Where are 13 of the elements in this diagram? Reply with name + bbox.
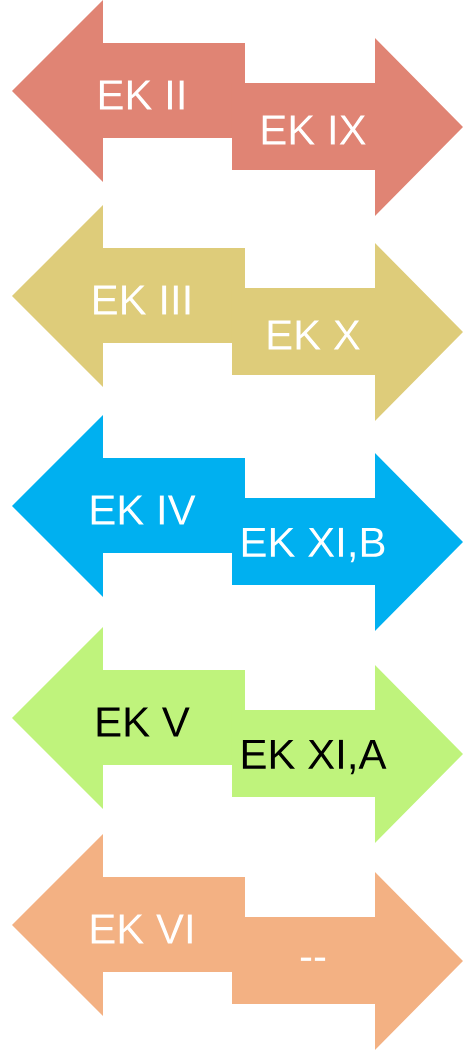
right-pointing-box: -- <box>232 872 463 1050</box>
right-pointing-box: EK X <box>232 243 463 421</box>
right-pointing-box: EK XI,B <box>232 453 463 631</box>
node-label: EK X <box>268 320 360 350</box>
left-pointing-box: EK III <box>12 205 245 387</box>
right-pointing-box: EK IX <box>232 38 463 216</box>
node-label: EK XI,B <box>242 527 385 563</box>
left-pointing-box: EK II <box>12 0 245 182</box>
node-label: EK IX <box>262 115 366 145</box>
node-label: -- <box>300 957 326 961</box>
node-label: EK XI,A <box>242 739 387 775</box>
left-pointing-box: EK VI <box>12 834 245 1016</box>
right-pointing-box: EK XI,A <box>232 665 463 843</box>
